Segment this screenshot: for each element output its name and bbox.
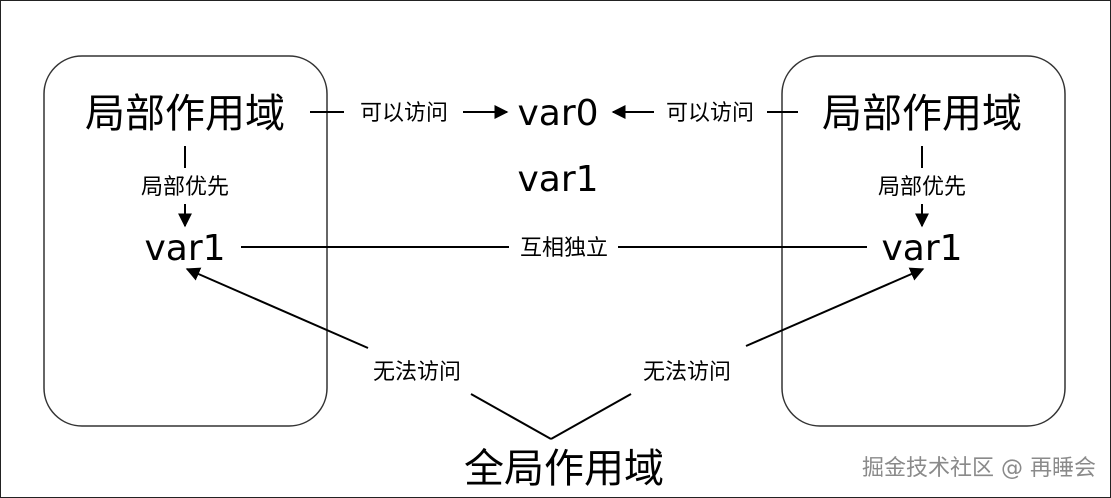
left-can-access-label: 可以访问: [360, 101, 448, 126]
global-to-left-arrow: [185, 267, 369, 349]
global-scope-label: 全局作用域: [464, 446, 664, 492]
global-to-right-line-a: [550, 393, 632, 440]
right-local-scope-box: [781, 55, 1066, 427]
var1-center-label: var1: [517, 159, 598, 200]
var0-label: var0: [517, 93, 598, 134]
global-to-left-line-a: [470, 393, 552, 440]
var1-left-label: var1: [144, 228, 225, 269]
right-can-access-label: 可以访问: [666, 101, 754, 126]
left-local-scope-label: 局部作用域: [85, 91, 285, 137]
right-local-priority-label: 局部优先: [878, 175, 966, 200]
right-local-scope-label: 局部作用域: [822, 91, 1022, 137]
independent-label: 互相独立: [520, 236, 608, 261]
var1-right-label: var1: [881, 228, 962, 269]
left-local-priority-label: 局部优先: [141, 175, 229, 200]
left-no-access-label: 无法访问: [373, 360, 461, 385]
right-no-access-label: 无法访问: [643, 360, 731, 385]
left-local-scope-box: [43, 55, 328, 427]
watermark-text: 掘金技术社区 @ 再睡会: [862, 456, 1096, 481]
global-to-right-arrow: [745, 267, 925, 347]
